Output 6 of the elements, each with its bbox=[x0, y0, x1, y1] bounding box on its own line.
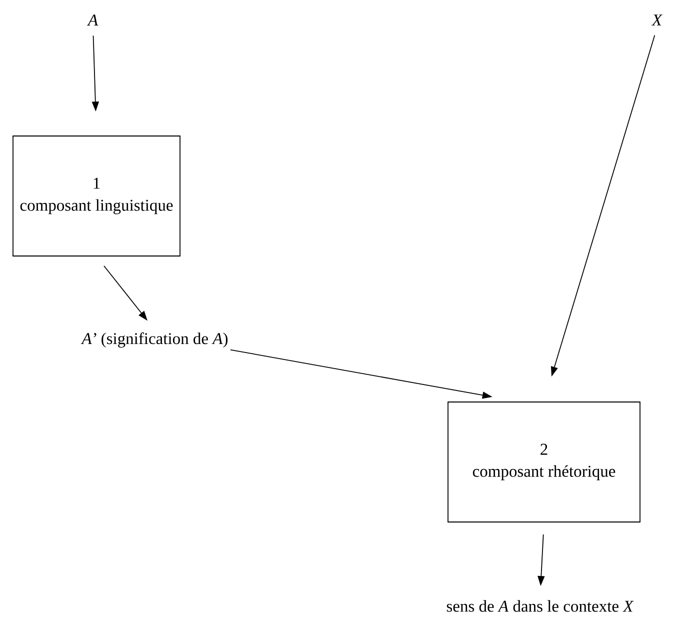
text-label: X bbox=[651, 14, 663, 26]
component-box: 2 composant rhétorique bbox=[448, 402, 640, 522]
text-label: sens de A dans le contexte X bbox=[446, 600, 634, 612]
component-box: 1 composant linguistique bbox=[12, 136, 180, 256]
text-label: A bbox=[87, 14, 98, 26]
text-label: A’ (signification de A) bbox=[80, 332, 228, 348]
